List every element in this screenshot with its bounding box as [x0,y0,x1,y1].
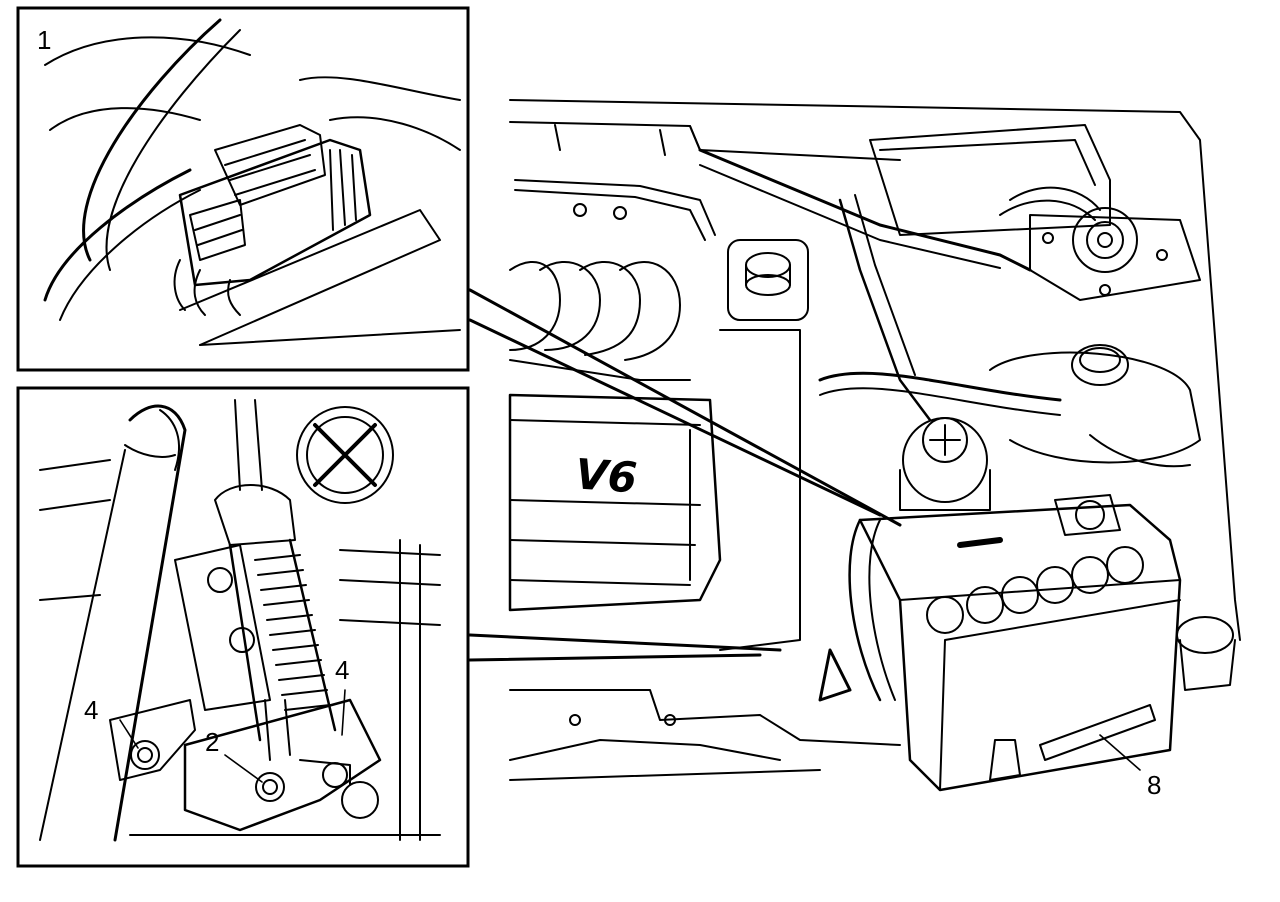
callout-4-left: 4 [84,695,99,725]
engine-badge: V6 [574,449,639,502]
callout-8: 8 [1147,770,1162,800]
inset-1-connector-detail [16,6,470,372]
callout-4-right: 4 [335,655,350,685]
main-engine-bay-view [508,99,1241,792]
inset-2-switch-detail [16,386,470,868]
callout-1: 1 [37,25,52,55]
inset-connector-lines [468,288,902,662]
callout-2: 2 [205,727,220,757]
